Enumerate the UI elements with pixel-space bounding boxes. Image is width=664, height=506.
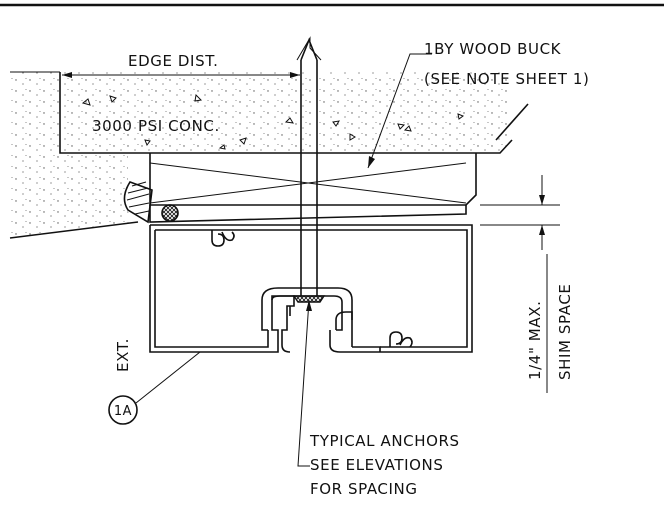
anchor-note-line1: TYPICAL ANCHORS <box>309 432 460 450</box>
shim-label-line1: 1/4" MAX. <box>526 301 544 380</box>
wood-buck-leader: 1BY WOOD BUCK (SEE NOTE SHEET 1) <box>367 40 589 169</box>
left-wall <box>9 71 139 239</box>
concrete-slab <box>59 72 529 154</box>
screw-boss-left <box>211 230 235 247</box>
callout-1a: 1A <box>108 351 201 425</box>
anchor-screw <box>292 36 326 303</box>
shim-label-line2: SHIM SPACE <box>556 284 574 381</box>
wood-buck-label-line2: (SEE NOTE SHEET 1) <box>424 70 589 88</box>
aggregate-marks <box>81 93 465 150</box>
edge-dist-label: EDGE DIST. <box>128 52 219 70</box>
frame-profile <box>149 224 473 353</box>
exterior-label: EXT. <box>114 338 132 372</box>
anchor-note: TYPICAL ANCHORS SEE ELEVATIONS FOR SPACI… <box>297 299 460 498</box>
edge-dist-dimension: EDGE DIST. <box>62 52 300 78</box>
anchor-note-line3: FOR SPACING <box>310 480 418 498</box>
anchor-note-line2: SEE ELEVATIONS <box>310 456 444 474</box>
wood-buck <box>149 153 477 206</box>
sealant-wedge <box>123 181 153 224</box>
concrete-label: 3000 PSI CONC. <box>92 117 220 135</box>
callout-1a-label: 1A <box>114 404 132 419</box>
break-line <box>495 103 529 141</box>
shim <box>149 205 467 223</box>
screw-boss-right <box>389 331 413 348</box>
backer-rod <box>161 204 179 222</box>
wood-buck-label-line1: 1BY WOOD BUCK <box>424 40 562 58</box>
shim-dimension: 1/4" MAX. SHIM SPACE <box>480 175 574 393</box>
